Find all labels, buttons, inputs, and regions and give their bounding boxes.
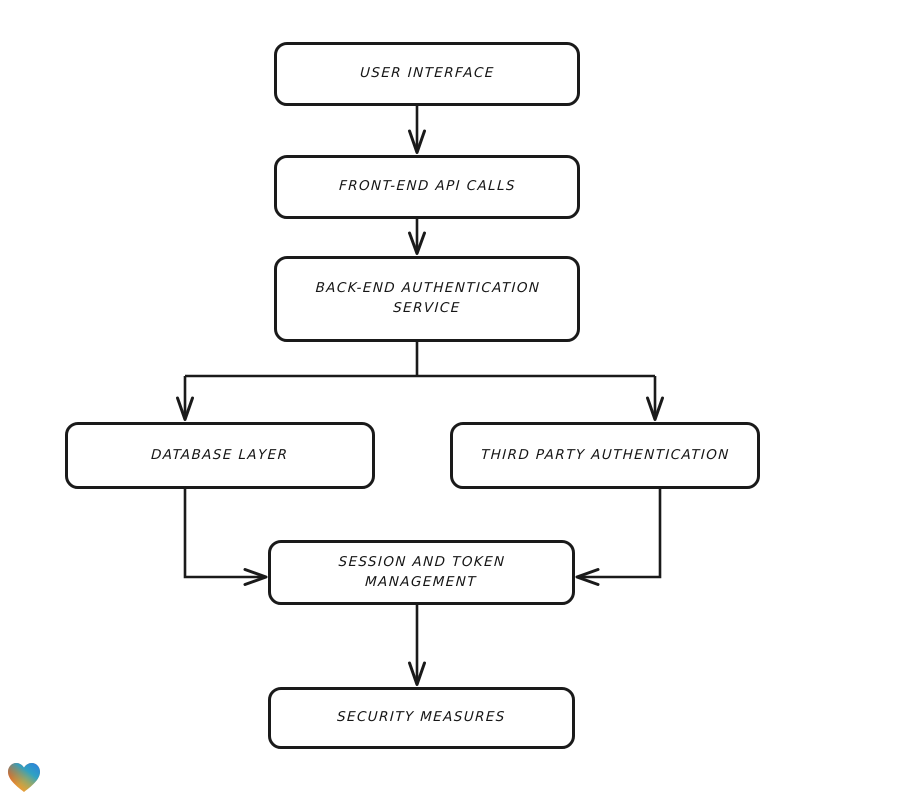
node-third-party-auth-label: Third Party Authentication bbox=[480, 446, 730, 463]
node-backend-auth-label: Back-End Authentication Service bbox=[314, 280, 541, 316]
edge-backend-to-database bbox=[176, 376, 194, 421]
edge-session-to-security bbox=[408, 605, 426, 686]
node-database-layer-label: Database Layer bbox=[150, 446, 290, 463]
node-session-and-token-management[interactable]: Session and Token Management bbox=[268, 540, 575, 605]
node-session-token-label: Session and Token Management bbox=[338, 553, 506, 590]
node-user-interface-label: User Interface bbox=[359, 65, 495, 82]
edge-database-to-session bbox=[183, 489, 268, 586]
node-third-party-authentication[interactable]: Third Party Authentication bbox=[450, 422, 760, 489]
edge-third-party-to-session bbox=[575, 489, 662, 586]
edge-backend-split-bus bbox=[185, 342, 655, 378]
edge-backend-to-third-party bbox=[646, 376, 664, 421]
node-security-measures[interactable]: Security Measures bbox=[268, 687, 575, 749]
edge-user-interface-to-frontend bbox=[408, 106, 426, 154]
edge-frontend-to-backend bbox=[408, 219, 426, 255]
node-database-layer[interactable]: Database Layer bbox=[65, 422, 375, 489]
node-frontend-api-calls[interactable]: Front-End API Calls bbox=[274, 155, 580, 219]
node-backend-authentication-service[interactable]: Back-End Authentication Service bbox=[274, 256, 580, 342]
node-security-measures-label: Security Measures bbox=[336, 709, 507, 726]
heart-icon bbox=[8, 763, 40, 792]
node-frontend-api-calls-label: Front-End API Calls bbox=[338, 178, 516, 195]
node-user-interface[interactable]: User Interface bbox=[274, 42, 580, 106]
